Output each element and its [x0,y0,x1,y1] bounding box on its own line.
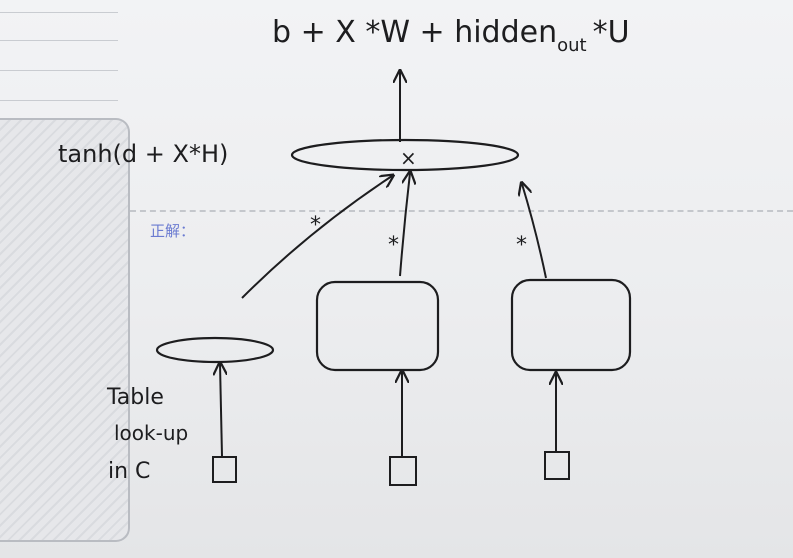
right-hidden-box [510,278,632,372]
embedding-node [155,336,275,364]
ruled-line [0,100,118,101]
edge-right-to-hidden [522,184,547,279]
edge-weight-mark-3: * [516,233,527,258]
lookup-label-line2: look-up [114,421,188,445]
lookup-label-line3: in C [108,459,150,484]
input-square-left [212,456,237,483]
hatched-margin-panel [0,118,130,542]
ruled-line [0,40,118,41]
middle-hidden-box [315,280,440,372]
edge-weight-mark-2: * [388,233,399,258]
tanh-label: tanh(d + X*H) [58,140,228,168]
answer-label: 正解： [150,222,196,240]
output-formula: b + X *W + hiddenout*U [272,15,630,56]
lookup-label-line1: Table [106,385,164,410]
edge-embedding-to-hidden [241,176,392,299]
dashed-divider [130,210,793,212]
input-square-right [544,451,570,480]
edge-weight-mark-1: * [310,213,321,238]
edge-middle-to-hidden [399,173,410,277]
ruled-line [0,70,118,71]
multiply-symbol: × [400,146,417,170]
input-arrow-left [220,364,222,457]
input-square-middle [389,456,417,486]
ruled-line [0,12,118,13]
